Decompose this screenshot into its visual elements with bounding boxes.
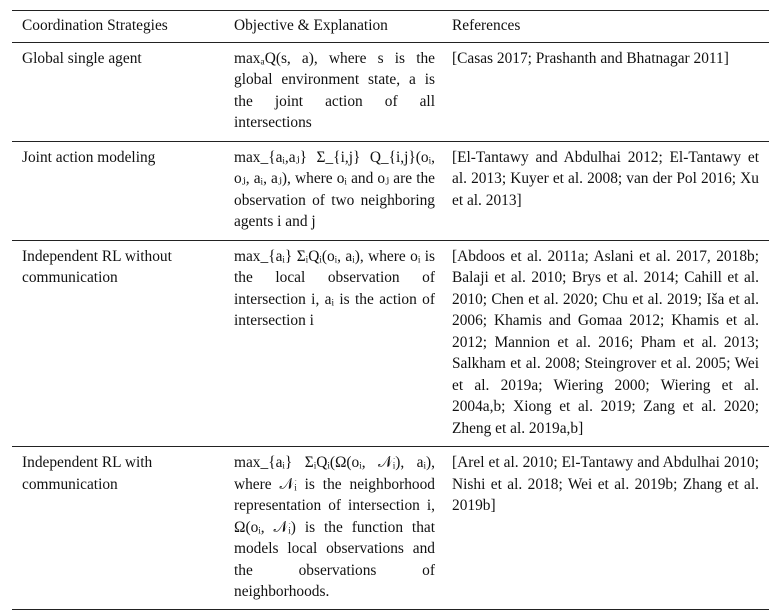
objective-cell: max_{aᵢ,aⱼ} Σ_{i,j} Q_{i,j}(oᵢ, oⱼ, aᵢ, … [234,148,435,231]
strategy-cell: Joint action modeling [22,148,156,166]
objective-cell: maxₐQ(s, a), where s is the global envir… [234,49,435,132]
objective-cell: max_{aᵢ} ΣᵢQᵢ(Ω(oᵢ, 𝒩ᵢ), aᵢ), where 𝒩ᵢ i… [234,454,435,600]
header-references: References [452,17,521,34]
strategy-cell: Independent RL without communication [22,247,172,287]
table-header-row: Coordination Strategies Objective & Expl… [12,10,769,42]
table-row: Global single agent maxₐQ(s, a), where s… [12,42,769,141]
header-coordination-strategies: Coordination Strategies [22,17,168,34]
references-cell: [El-Tantawy and Abdulhai 2012; El-Tantaw… [452,148,759,209]
table-row: Joint action modeling max_{aᵢ,aⱼ} Σ_{i,j… [12,141,769,240]
objective-cell: max_{aᵢ} ΣᵢQᵢ(oᵢ, aᵢ), where oᵢ is the l… [234,247,435,330]
coordination-strategies-table: Coordination Strategies Objective & Expl… [12,10,769,610]
references-cell: [Abdoos et al. 2011a; Aslani et al. 2017… [452,247,759,437]
strategy-cell: Independent RL with communication [22,454,153,493]
table-row: Independent RL without communication max… [12,240,769,447]
coordination-strategies-table-wrapper: Coordination Strategies Objective & Expl… [12,10,769,610]
header-objective-explanation: Objective & Explanation [234,17,388,34]
strategy-cell: Global single agent [22,49,142,67]
table-row: Independent RL with communication max_{a… [12,447,769,609]
references-cell: [Arel et al. 2010; El-Tantawy and Abdulh… [452,454,759,514]
references-cell: [Casas 2017; Prashanth and Bhatnagar 201… [452,49,729,67]
